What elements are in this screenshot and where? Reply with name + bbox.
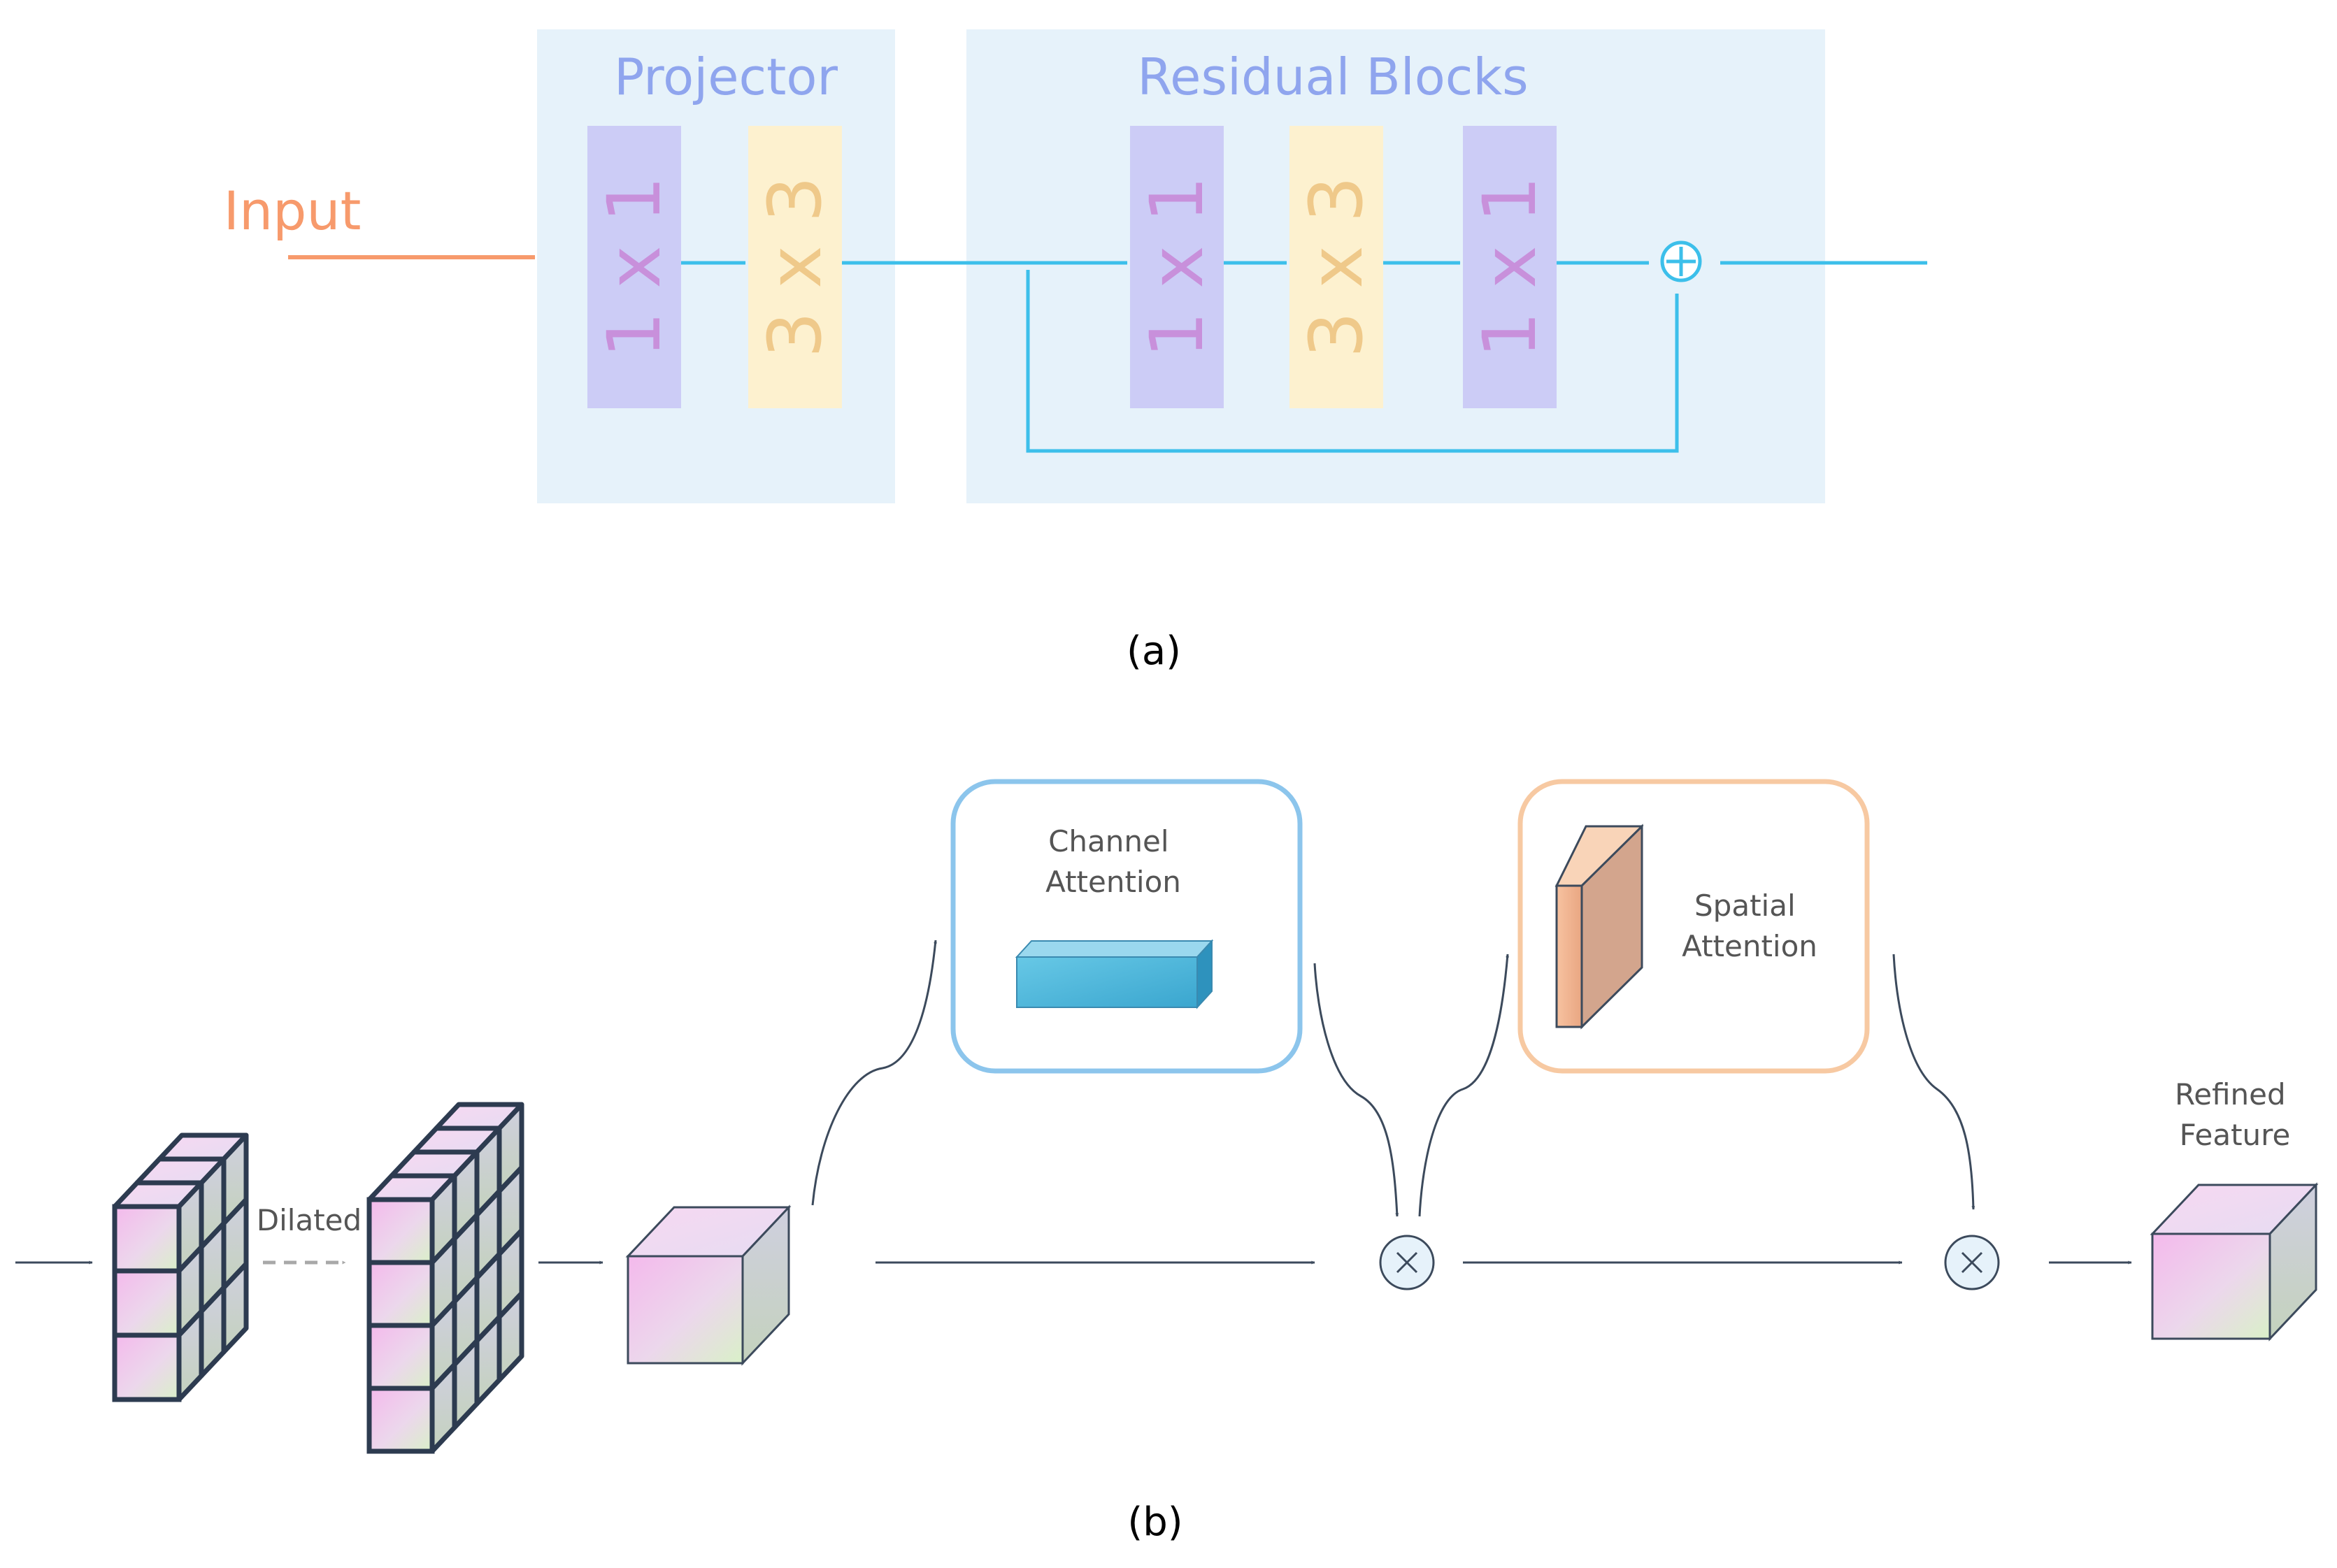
residual-block-1x1-b-label: 1 x 1 [1467, 176, 1552, 358]
grid-cube-front [112, 1204, 182, 1274]
feature-grid-small [112, 1132, 249, 1402]
caption-b: (b) [1127, 1499, 1182, 1545]
grid-cube-front [112, 1332, 182, 1402]
grid-cube-front [366, 1197, 435, 1265]
projector-block-1x1-label: 1 x 1 [592, 176, 677, 358]
residual-block-1x1-a-label: 1 x 1 [1134, 176, 1220, 358]
panel-b: Dilated Channel Attention [15, 779, 2319, 1545]
spatial-attention-map [1555, 823, 1644, 1030]
refined-feature-label: Refined Feature [2175, 1077, 2295, 1152]
arrow-to-spatial-attention [1418, 954, 1510, 1217]
residual-block-1x1-b: 1 x 1 [1463, 126, 1557, 408]
projector-block-3x3: 3 x 3 [748, 126, 842, 408]
dilated-label: Dilated [257, 1203, 362, 1237]
projector-block-1x1: 1 x 1 [587, 126, 681, 408]
channel-attention-vector [1015, 939, 1214, 1009]
spatial-attention-label: Spatial Attention [1682, 889, 1817, 963]
grid-cube-front [112, 1268, 182, 1338]
arrow-to-channel-attention [811, 940, 938, 1206]
projector-block-3x3-label: 3 x 3 [752, 176, 838, 358]
channel-attention-line2: Attention [1045, 865, 1181, 899]
multiply-node-2 [1944, 1235, 2000, 1290]
flow-arrows [681, 261, 1928, 453]
residual-blocks-title: Residual Blocks [1137, 48, 1528, 106]
residual-block-1x1-a: 1 x 1 [1130, 126, 1224, 408]
spatial-attention-line1: Spatial [1694, 889, 1796, 923]
refined-feature-line2: Feature [2180, 1118, 2291, 1152]
grid-cube-front [366, 1260, 435, 1328]
caption-a: (a) [1127, 628, 1181, 674]
spatial-attention-line2: Attention [1682, 929, 1817, 963]
feature-cube [625, 1204, 792, 1366]
refined-feature-line1: Refined [2175, 1077, 2286, 1112]
grid-cube-front [366, 1323, 435, 1391]
multiply-node-1 [1379, 1235, 1435, 1290]
input-label: Input [224, 180, 362, 242]
channel-attention-label: Channel Attention [1045, 824, 1181, 899]
arrow-from-channel-attention [1313, 963, 1399, 1217]
skip-connection [1026, 270, 1679, 453]
residual-block-3x3-label: 3 x 3 [1294, 176, 1379, 358]
arrow-from-spatial-attention [1892, 954, 1975, 1210]
channel-attention-line1: Channel [1048, 824, 1168, 858]
residual-block-3x3: 3 x 3 [1289, 126, 1383, 408]
panel-a: Projector Residual Blocks Input 1 x 1 3 … [224, 29, 1928, 674]
feature-grid-dilated [366, 1102, 524, 1454]
refined-feature-cube [2150, 1182, 2319, 1342]
projector-title: Projector [614, 48, 838, 106]
grid-cube-front [366, 1386, 435, 1454]
